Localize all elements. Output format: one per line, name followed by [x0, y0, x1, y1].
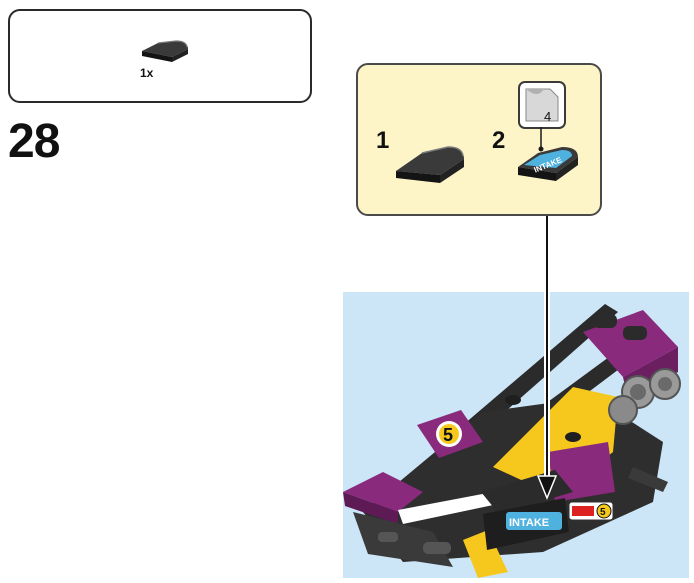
substep-1-number: 1 — [376, 127, 390, 154]
sticker-sheet-icon — [525, 88, 559, 122]
vehicle-model: 5 INTAKE 5 — [343, 304, 681, 578]
sticker-number: 4 — [544, 109, 552, 124]
subassembly-callout: 1 2 4 INTAKE — [356, 63, 602, 216]
parts-list-box: 1x — [8, 9, 312, 103]
intake-sticker-text: INTAKE — [509, 517, 549, 529]
side-sticker-number: 5 — [600, 507, 606, 518]
model-scene: 5 INTAKE 5 — [343, 292, 689, 578]
sticker-reference-box: 4 — [518, 81, 566, 129]
step-number: 28 — [8, 115, 60, 168]
number-tile-text: 5 — [443, 425, 453, 445]
parts-quantity: 1x — [140, 66, 154, 80]
curved-slope-piece-icon — [142, 40, 188, 62]
stickered-slope-piece: INTAKE — [518, 127, 578, 181]
curved-slope-piece-icon — [396, 146, 464, 183]
substep-2-number: 2 — [492, 127, 506, 154]
